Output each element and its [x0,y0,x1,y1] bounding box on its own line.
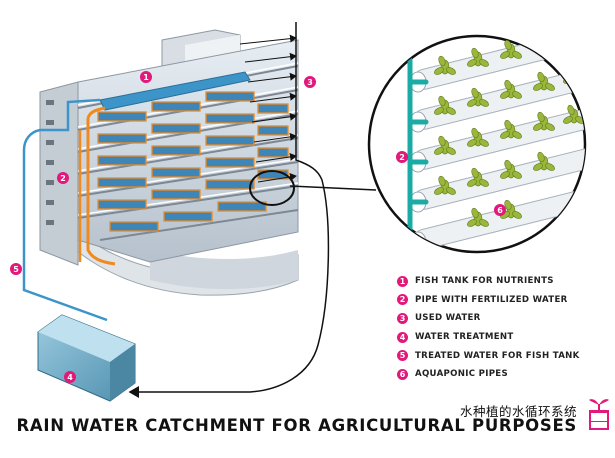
svg-text:3: 3 [307,78,313,87]
svg-text:2: 2 [60,174,66,183]
marker-1: 1 [140,71,152,83]
marker-4: 4 [64,371,76,383]
legend-number: 6 [397,368,408,380]
svg-text:1: 1 [143,73,149,82]
brand-logo [589,399,609,430]
legend-label: AQUAPONIC PIPES [415,369,508,380]
legend-item-aquaponic-pipes: 6 AQUAPONIC PIPES [397,365,597,384]
marker-5: 5 [10,263,22,275]
svg-text:4: 4 [67,373,73,382]
water-treatment-tank [37,314,136,402]
marker-2: 2 [57,172,69,184]
legend-label: PIPE WITH FERTILIZED WATER [415,294,568,305]
legend-number: 1 [397,275,408,287]
svg-text:5: 5 [13,265,19,274]
legend-number: 4 [397,331,408,343]
building-left-facade [39,81,79,266]
title-english: RAIN WATER CATCHMENT FOR AGRICULTURAL PU… [16,416,577,435]
marker-3: 3 [304,76,316,88]
legend-number: 5 [397,350,408,362]
legend-item-used-water: 3 USED WATER [397,309,597,328]
svg-text:6: 6 [497,206,503,215]
legend-item-fertilized-pipe: 2 PIPE WITH FERTILIZED WATER [397,291,597,310]
building [39,29,299,296]
legend-number: 3 [397,312,408,324]
legend-item-water-treatment: 4 WATER TREATMENT [397,328,597,347]
treated-water-pipe [22,98,108,322]
marker-2-detail: 2 [396,151,408,163]
planter-boxes [97,91,289,232]
legend-label: TREATED WATER FOR FISH TANK [415,350,580,361]
legend-item-fish-tank: 1 FISH TANK FOR NUTRIENTS [397,272,597,291]
used-water-collector [128,22,330,398]
legend-label: FISH TANK FOR NUTRIENTS [415,276,554,287]
legend: 1 FISH TANK FOR NUTRIENTS 2 PIPE WITH FE… [397,272,597,384]
pipes [22,22,377,398]
legend-label: USED WATER [415,313,481,324]
legend-item-treated-water: 5 TREATED WATER FOR FISH TANK [397,346,597,365]
svg-text:2: 2 [399,153,405,162]
zoom-source-circle [249,170,295,206]
legend-number: 2 [397,294,408,306]
title-chinese: 水种植的水循环系统 [459,404,577,419]
used-water-lines [239,34,297,183]
marker-6: 6 [494,204,506,216]
fertilized-water-pipe [86,106,116,266]
legend-label: WATER TREATMENT [415,332,514,343]
roof-fish-tank [99,71,251,111]
teal-feed-pipe [407,57,429,252]
